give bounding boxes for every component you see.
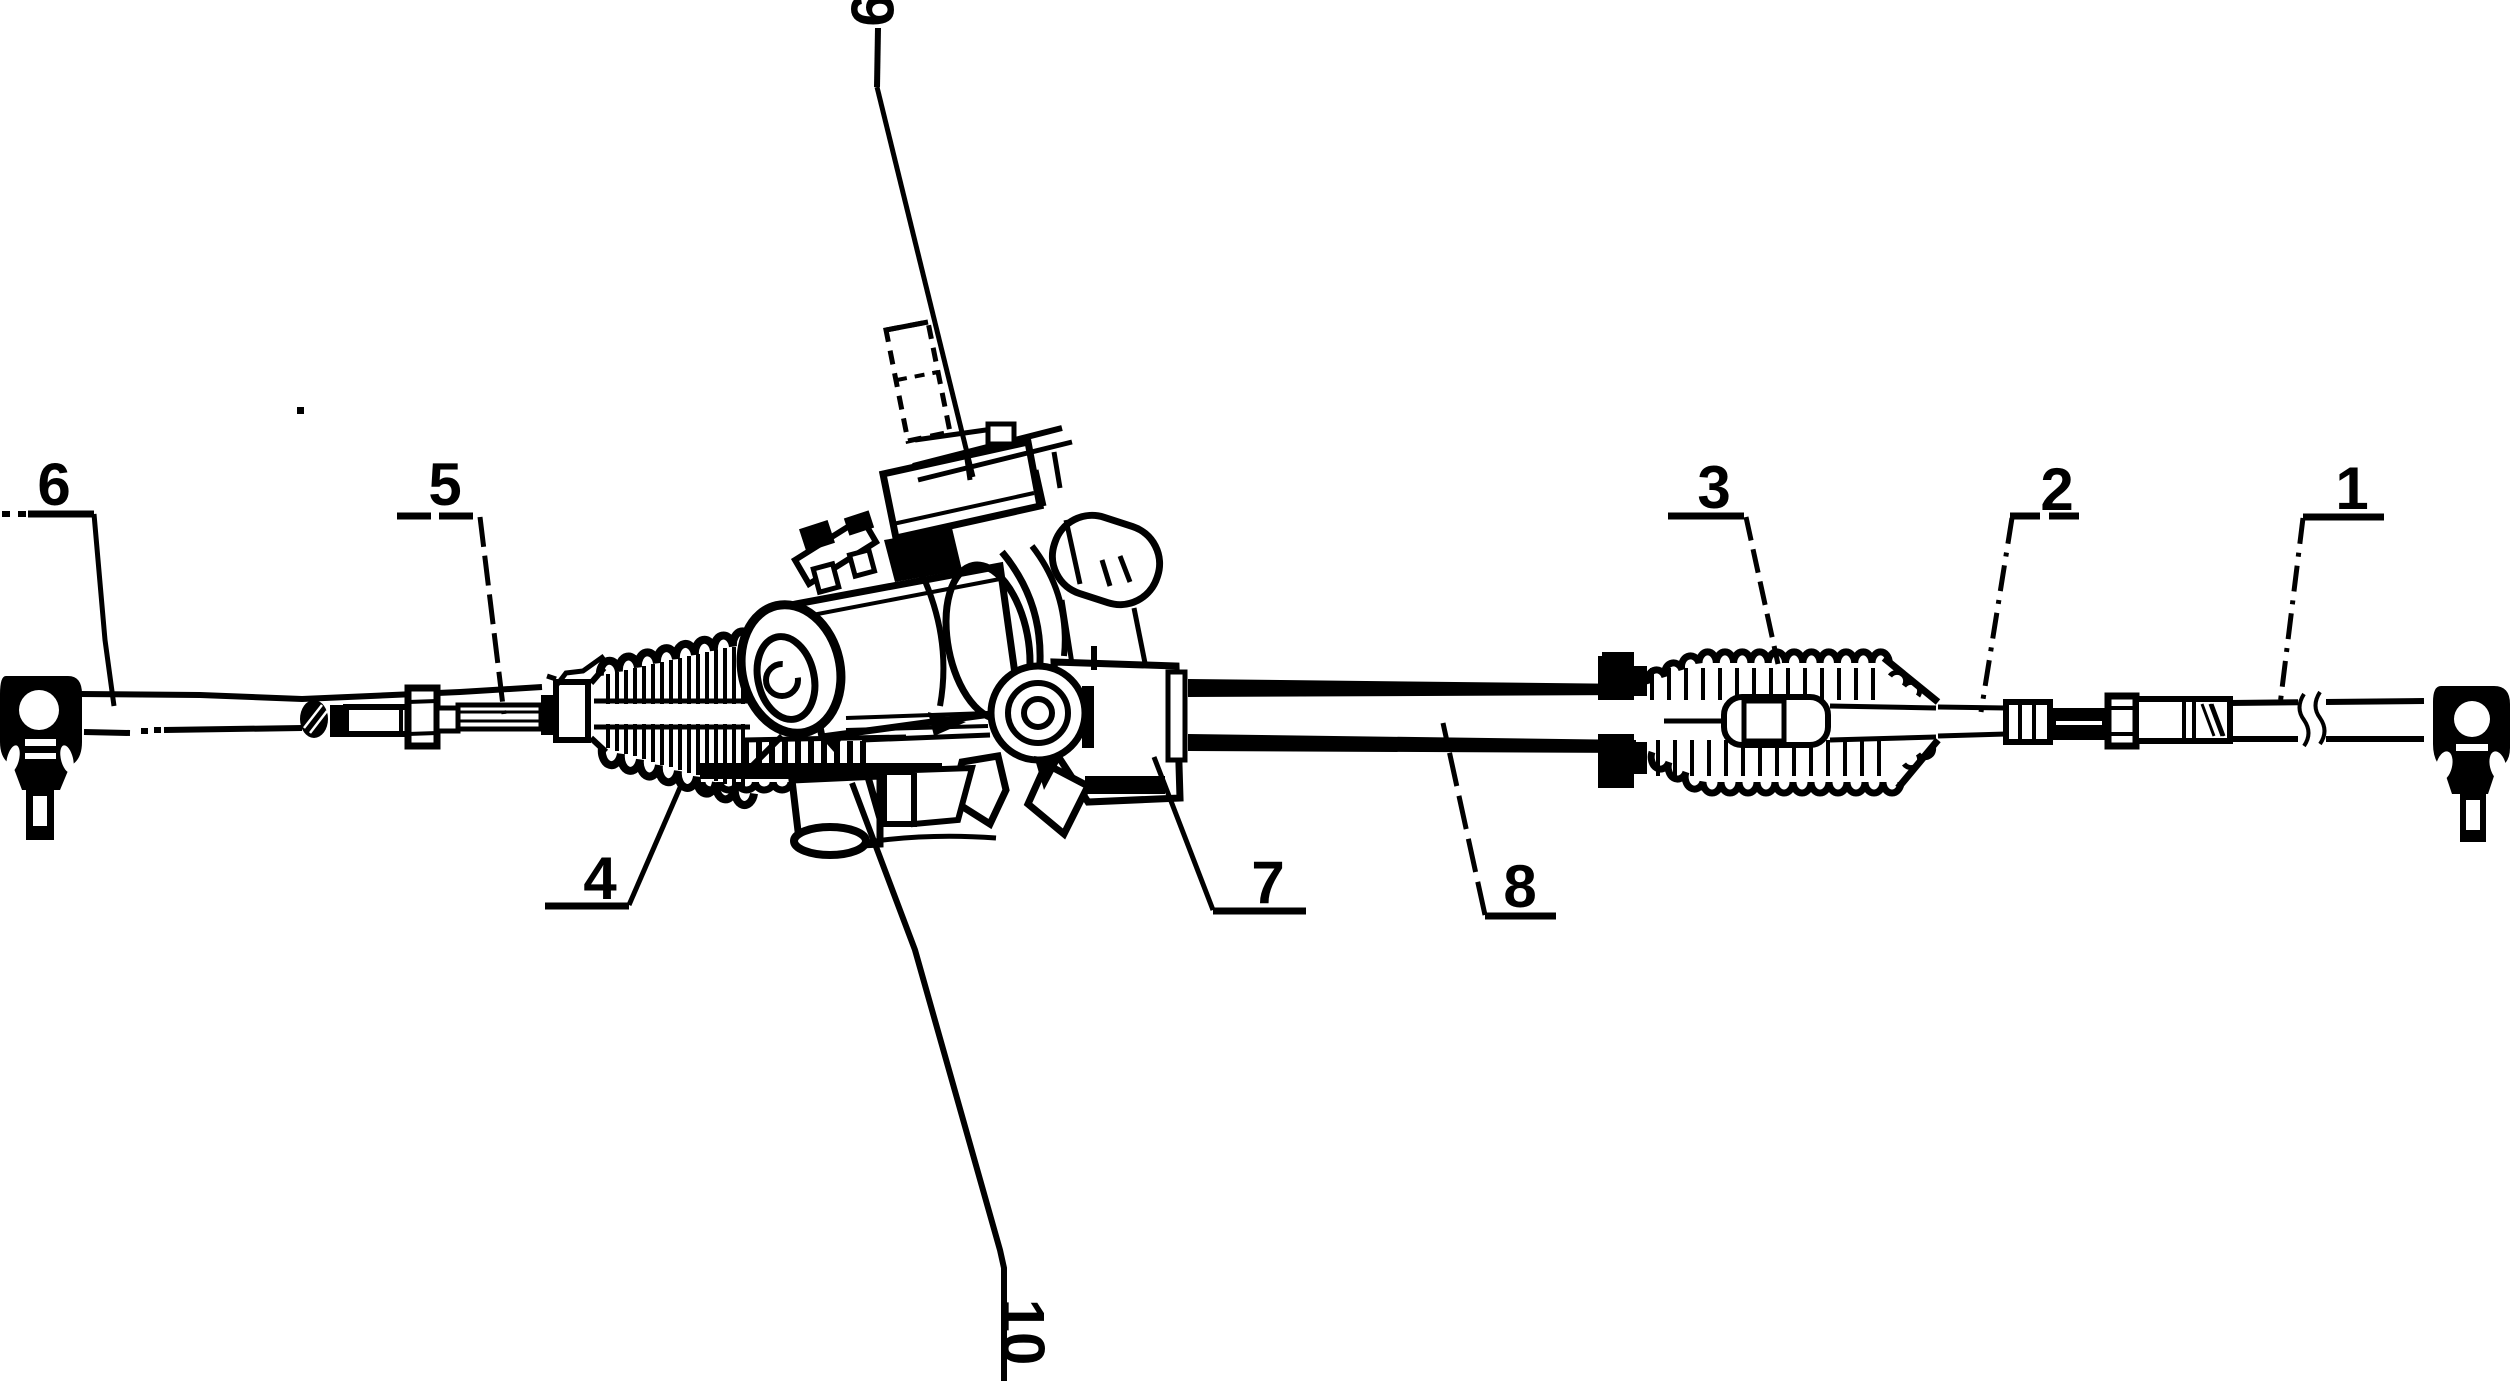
- svg-text:9: 9: [839, 0, 906, 27]
- svg-text:8: 8: [1503, 853, 1536, 920]
- svg-text:3: 3: [1697, 454, 1730, 521]
- svg-text:1: 1: [2335, 455, 2368, 522]
- svg-text:7: 7: [1251, 849, 1284, 916]
- svg-text:4: 4: [583, 845, 617, 912]
- svg-text:10: 10: [990, 1299, 1057, 1366]
- svg-text:5: 5: [428, 451, 461, 518]
- svg-text:6: 6: [37, 451, 70, 518]
- svg-text:2: 2: [2040, 456, 2073, 523]
